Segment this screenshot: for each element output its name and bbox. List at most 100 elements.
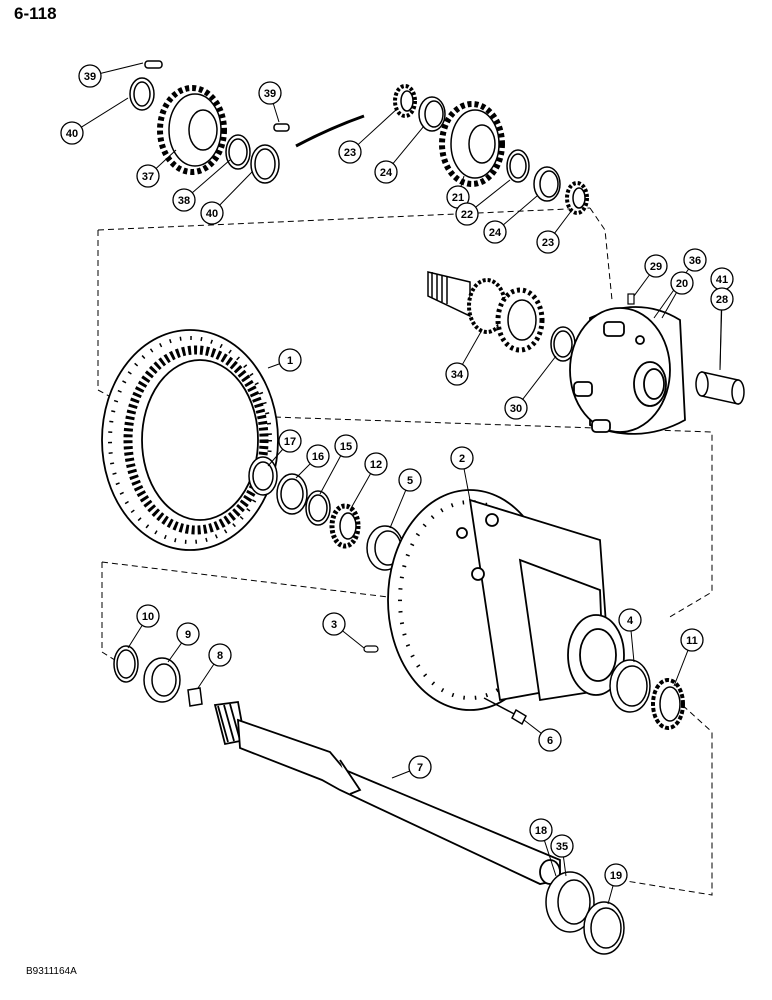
callout-number: 10 (142, 611, 154, 623)
tapered-bearing-23b (565, 181, 589, 215)
callout-number: 1 (287, 355, 293, 367)
leader-line (357, 107, 399, 145)
callout-bubble (278, 348, 302, 372)
callout-number: 28 (716, 294, 728, 306)
callout-number: 35 (556, 841, 568, 853)
callout-bubble (504, 396, 528, 420)
callout-24: 24 (483, 195, 538, 244)
leader-line (349, 473, 372, 511)
callout-bubble (455, 202, 479, 226)
leader-line (475, 179, 511, 208)
figure-code: B9311164A (26, 966, 77, 977)
callout-bubble (176, 622, 200, 646)
callout-9: 9 (167, 622, 200, 663)
callout-bubble (78, 64, 102, 88)
callout-number: 39 (264, 88, 276, 100)
leader-line (633, 274, 650, 297)
callout-number: 18 (535, 825, 547, 837)
callout-23: 23 (536, 209, 573, 254)
leader-line (191, 159, 231, 194)
callout-bubble (374, 160, 398, 184)
callout-bubble (338, 140, 362, 164)
callout-4: 4 (618, 608, 642, 663)
leader-line (463, 468, 471, 501)
callout-5: 5 (389, 468, 422, 529)
bolt-6 (483, 697, 527, 726)
callout-19: 19 (604, 863, 628, 905)
lower-seal-set (113, 645, 203, 707)
callout-number: 40 (66, 128, 78, 140)
callout-15: 15 (319, 434, 358, 495)
callout-37: 37 (136, 149, 177, 188)
leader-line (127, 625, 143, 649)
callout-number: 7 (417, 762, 423, 774)
leader-line (522, 355, 557, 400)
callout-number: 9 (185, 629, 191, 641)
callout-bubble (334, 434, 358, 458)
callout-number: 29 (650, 261, 662, 273)
callout-bubble (604, 863, 628, 887)
callout-bubble (208, 643, 232, 667)
callout-number: 19 (610, 870, 622, 882)
leader-line (219, 171, 253, 206)
leader-line (342, 630, 365, 649)
callout-number: 15 (340, 441, 352, 453)
callout-number: 24 (380, 167, 393, 179)
callout-bubble (408, 755, 432, 779)
leader-line (554, 209, 573, 234)
callout-bubble (278, 429, 302, 453)
leader-line (719, 309, 723, 371)
callout-number: 5 (407, 475, 413, 487)
callout-36: 36 (653, 248, 707, 319)
leader-line (272, 103, 280, 123)
assembly-guide-lines (97, 207, 713, 896)
callout-bubble (618, 608, 642, 632)
callout-35: 35 (550, 834, 574, 877)
callout-bubble (322, 612, 346, 636)
callout-8: 8 (197, 643, 232, 689)
callout-34: 34 (445, 329, 483, 386)
callout-1: 1 (267, 348, 302, 372)
leader-line (391, 770, 410, 779)
leader-line (630, 630, 635, 663)
leader-line (167, 642, 183, 663)
pinion-shaft-34 (427, 271, 545, 353)
callout-bubble (680, 628, 704, 652)
callout-22: 22 (455, 179, 511, 226)
callout-bubble (683, 248, 707, 272)
callout-18: 18 (529, 818, 557, 877)
leader-line (607, 885, 614, 905)
nut-11 (651, 678, 685, 730)
pin-29 (627, 293, 635, 305)
seal-9 (143, 657, 181, 703)
callout-number: 20 (676, 278, 688, 290)
dowel-pin-3 (363, 645, 379, 653)
callout-16: 16 (295, 444, 330, 479)
callout-bubble (445, 362, 469, 386)
callout-number: 23 (542, 237, 554, 249)
leader-line (389, 489, 407, 529)
callout-6: 6 (523, 719, 562, 752)
leader-line (100, 62, 144, 74)
leader-line (503, 195, 538, 226)
dowel-pin-39b (273, 123, 290, 132)
callout-bubble (710, 287, 734, 311)
callout-number: 30 (510, 403, 522, 415)
callout-bubble (644, 254, 668, 278)
leader-line (267, 363, 280, 369)
leader-line (319, 455, 342, 495)
callout-41: 41 (710, 267, 734, 371)
bearing-cone-12 (329, 503, 361, 549)
leader-line (460, 175, 465, 187)
callout-20: 20 (661, 271, 694, 319)
callout-40: 40 (200, 171, 253, 225)
callout-24: 24 (374, 125, 425, 184)
callout-bubble (529, 818, 553, 842)
seal-19 (583, 901, 625, 955)
callout-bubble (483, 220, 507, 244)
planet-carrier-20 (569, 306, 686, 435)
callout-10: 10 (127, 604, 160, 649)
callout-number: 39 (84, 71, 96, 83)
callout-number: 8 (217, 650, 223, 662)
